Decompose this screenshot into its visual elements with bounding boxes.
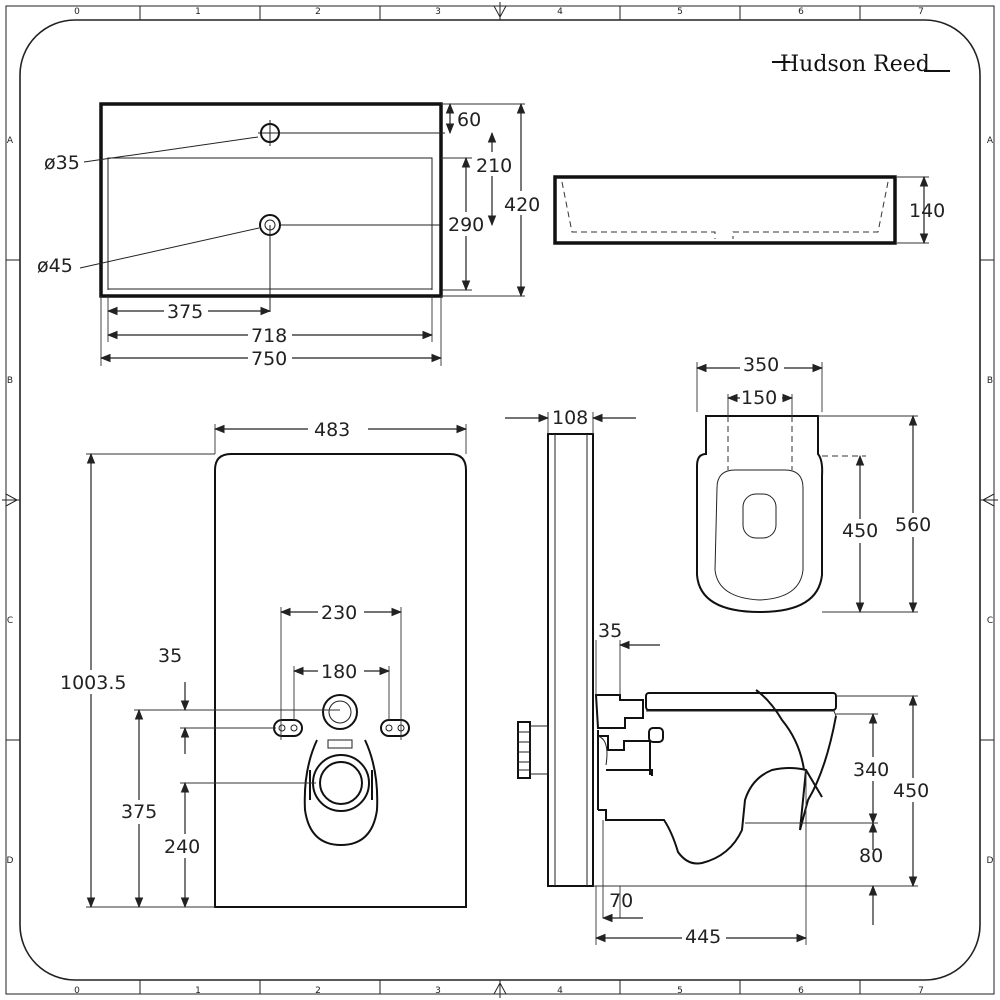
- dim-150: 150: [741, 387, 777, 409]
- dim-210: 210: [476, 155, 512, 177]
- dim-718: 718: [251, 325, 287, 347]
- centre-mark-bottom: [493, 980, 507, 998]
- side-tick-label: C: [987, 616, 993, 626]
- dim-108: 108: [552, 407, 588, 429]
- top-tick-label: 4: [557, 7, 563, 17]
- bottom-tick-label: 4: [557, 986, 563, 996]
- dim-483: 483: [314, 419, 350, 441]
- brand-logo: Hudson Reed: [772, 52, 950, 77]
- brand-name: Hudson Reed: [780, 52, 930, 77]
- basin-section-view: 140: [553, 175, 945, 245]
- bottom-tick-label: 1: [195, 986, 201, 996]
- side-tick-label: A: [7, 136, 14, 146]
- dim-70: 70: [609, 890, 633, 912]
- dim-445: 445: [685, 926, 721, 948]
- dim-240: 240: [164, 836, 200, 858]
- dim-420: 420: [504, 194, 540, 216]
- dim-80: 80: [859, 845, 883, 867]
- dim-750: 750: [251, 348, 287, 370]
- frame-side-view: 108 35: [505, 407, 933, 950]
- dim-180: 180: [321, 661, 357, 683]
- toilet-side-profile: [594, 689, 837, 865]
- dim-1003-5: 1003.5: [60, 672, 126, 694]
- waste-hole-diameter: ø45: [37, 255, 73, 277]
- dim-35: 35: [158, 645, 182, 667]
- bottom-tick-label: 5: [677, 986, 683, 996]
- dim-450-side: 450: [893, 780, 929, 802]
- dim-290: 290: [448, 214, 484, 236]
- dim-340: 340: [853, 759, 889, 781]
- side-tick-label: A: [987, 136, 994, 146]
- bottom-tick-label: 3: [435, 986, 441, 996]
- side-tick-label: C: [7, 616, 13, 626]
- side-tick-label: B: [7, 376, 13, 386]
- dim-140: 140: [909, 200, 945, 222]
- fixing-stud-icon: [273, 719, 303, 737]
- tap-hole-icon: [258, 120, 445, 146]
- side-tick-label: B: [987, 376, 993, 386]
- top-tick-label: 0: [74, 7, 80, 17]
- tap-hole-diameter: ø35: [44, 152, 80, 174]
- centre-mark-right: [980, 493, 998, 507]
- top-tick-label: 5: [677, 7, 683, 17]
- fixing-stud-icon: [380, 719, 410, 737]
- top-tick-label: 2: [315, 7, 321, 17]
- dim-450-plan: 450: [842, 520, 878, 542]
- waste-outlet-icon: [303, 694, 379, 847]
- bottom-tick-label: 0: [74, 986, 80, 996]
- top-tick-label: 3: [435, 7, 441, 17]
- bottom-tick-label: 6: [798, 986, 804, 996]
- flush-pipe-icon: [517, 721, 549, 779]
- bottom-tick-label: 7: [918, 986, 924, 996]
- frame-front-view: 483 1003.5 230: [58, 418, 468, 909]
- dim-350: 350: [743, 354, 779, 376]
- waste-hole-icon: [259, 214, 440, 312]
- bottom-tick-label: 2: [315, 986, 321, 996]
- side-tick-label: D: [987, 856, 994, 866]
- basin-plan-view: ø35 ø45 60 210 290 420 375 718: [37, 102, 542, 370]
- dim-375-front: 375: [121, 801, 157, 823]
- top-tick-label: 1: [195, 7, 201, 17]
- dim-375: 375: [167, 301, 203, 323]
- top-tick-label: 6: [798, 7, 804, 17]
- dim-60: 60: [457, 109, 481, 131]
- centre-mark-left: [2, 493, 20, 507]
- dim-560: 560: [895, 514, 931, 536]
- centre-mark-top: [493, 2, 507, 20]
- dim-230: 230: [321, 602, 357, 624]
- top-tick-label: 7: [918, 7, 924, 17]
- dim-35-side: 35: [598, 620, 622, 642]
- side-tick-label: D: [7, 856, 14, 866]
- toilet-plan-view: 350 150 450 560: [695, 354, 937, 614]
